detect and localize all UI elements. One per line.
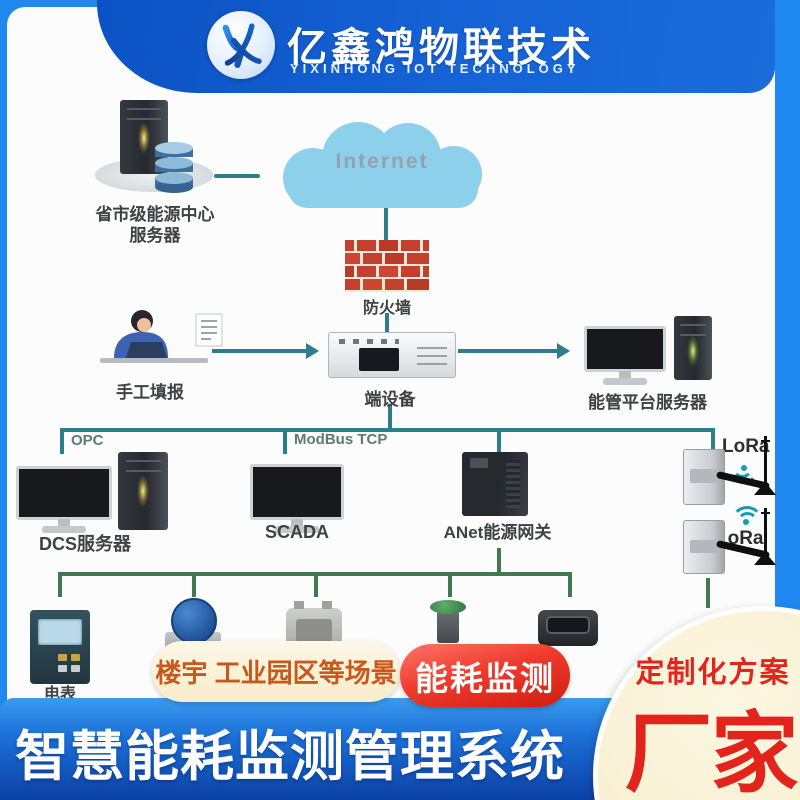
- anet-gateway-icon: [462, 452, 528, 516]
- brand-name-en: YIXINHONG IOT TECHNOLOGY: [290, 61, 580, 76]
- monitor-foot: [603, 378, 647, 385]
- scenarios-badge: 楼宇 工业园区等场景: [152, 641, 400, 702]
- meter-button: [58, 665, 67, 672]
- meter-button: [58, 654, 67, 661]
- dark-transmitter-icon: [538, 610, 598, 646]
- monitor-screen: [16, 466, 112, 520]
- lora-down-connector: [706, 578, 710, 608]
- system-title: 智慧能耗监测管理系统: [15, 727, 565, 787]
- monitoring-badge: 能耗监测: [400, 644, 570, 707]
- firewall-label: 防火墙: [362, 300, 411, 317]
- connector-cloud-firewall: [384, 208, 388, 240]
- lora-module-icon-top: [683, 449, 725, 505]
- end-device-icon: [328, 332, 456, 378]
- greenbus-drop-5: [568, 572, 572, 597]
- wifi-signal-icon-bottom: [731, 506, 763, 532]
- arrow-manual-to-enddevice: [212, 343, 319, 359]
- cloud-shape: [283, 122, 482, 208]
- platform-server-label: 能管平台服务器: [588, 393, 707, 412]
- server-light: [138, 122, 150, 155]
- end-device-label: 端设备: [364, 390, 416, 409]
- firewall-icon: [345, 240, 429, 292]
- greenbus-drop-3: [314, 572, 318, 597]
- database-icon: [155, 142, 193, 193]
- end-device-screen: [359, 348, 399, 371]
- greenbus-drop-2: [192, 572, 196, 597]
- custom-plan-text: 定制化方案: [635, 657, 791, 689]
- connector-gateway-greenbus: [497, 548, 501, 575]
- scada-label: SCADA: [264, 522, 329, 542]
- person-at-laptop-icon: [100, 310, 223, 363]
- connector-server-cloud: [214, 174, 260, 178]
- meter-button: [71, 654, 80, 661]
- greenbus-drop-1: [58, 572, 62, 597]
- header-banner: 亿鑫鸿物联技术 YIXINHONG IOT TECHNOLOGY: [97, 0, 775, 93]
- gateway-port: [470, 458, 488, 468]
- end-device-buttons: [339, 339, 399, 344]
- monitor-screen: [584, 326, 666, 372]
- monitor-neck: [58, 519, 70, 526]
- monitor-neck: [619, 371, 631, 378]
- tower-light: [687, 335, 699, 368]
- monitor-neck: [291, 519, 303, 526]
- platform-monitor-icon: [584, 326, 666, 385]
- greenbus-drop-4: [448, 572, 452, 597]
- monitor-screen: [250, 464, 344, 520]
- meter-lcd: [38, 619, 82, 645]
- opc-label: OPC: [71, 432, 104, 449]
- monitor-foot: [275, 526, 319, 533]
- end-device-grooves: [417, 347, 447, 349]
- anet-gateway-label: ANet能源网关: [443, 523, 552, 542]
- dcs-tower-icon: [118, 452, 168, 530]
- flow-transmitter-icon: [430, 600, 466, 614]
- arrow-enddevice-to-platform: [458, 343, 570, 359]
- connector-firewall-enddevice: [385, 313, 389, 332]
- antenna-base-bottom: [754, 552, 776, 565]
- gateway-vents: [506, 460, 520, 508]
- internet-cloud-icon: Internet: [258, 116, 506, 220]
- logo-monogram-icon: [222, 23, 262, 68]
- energy-center-label-line2: 服务器: [129, 226, 181, 245]
- energy-center-label-line1: 省市级能源中心: [95, 205, 215, 224]
- antenna-icon-top: [761, 436, 770, 492]
- antenna-base-top: [754, 482, 776, 495]
- tower-vents: [679, 324, 707, 336]
- water-meter-icon: [171, 598, 217, 644]
- scada-monitor-icon: [250, 464, 344, 533]
- manufacturer-text: 厂家: [624, 704, 798, 800]
- server-vents: [127, 108, 161, 120]
- modbus-label: ModBus TCP: [294, 431, 388, 448]
- monitor-foot: [42, 526, 86, 533]
- internet-label: Internet: [335, 150, 429, 173]
- platform-tower-icon: [674, 316, 712, 380]
- dcs-server-label: DCS服务器: [38, 534, 131, 554]
- desk: [100, 358, 208, 363]
- manual-entry-label: 手工填报: [116, 383, 184, 402]
- tower-vents: [125, 460, 161, 472]
- company-logo: [207, 11, 275, 79]
- lora-label-top: LoRa: [722, 436, 770, 457]
- connector-enddevice-bus: [388, 404, 392, 430]
- laptop: [126, 342, 167, 358]
- bus-drop-modbus: [283, 428, 287, 454]
- meter-button: [71, 665, 80, 672]
- bus-teal: [60, 428, 715, 432]
- dcs-monitor-icon: [16, 466, 112, 533]
- bus-drop-opc: [60, 428, 64, 454]
- bus-drop-gateway: [497, 428, 501, 454]
- electric-meter-icon: [30, 610, 90, 684]
- antenna-icon-bottom: [761, 508, 770, 564]
- flow-transmitter-body: [437, 611, 459, 643]
- brand-name-cn: 亿鑫鸿物联技术: [287, 26, 595, 70]
- bus-drop-lora: [711, 428, 715, 454]
- tower-light: [137, 475, 149, 508]
